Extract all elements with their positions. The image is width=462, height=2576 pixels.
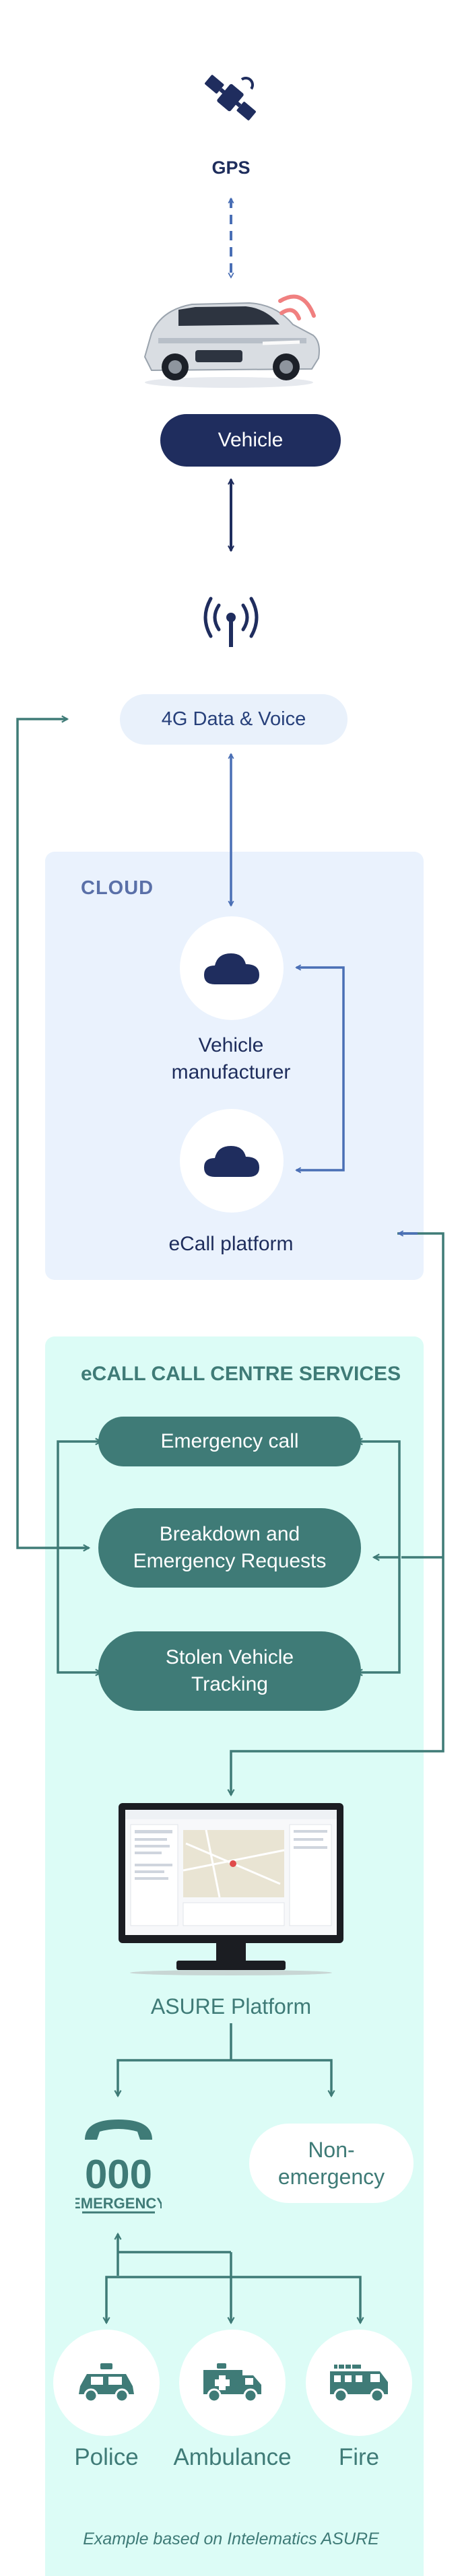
emergency-number: 000 xyxy=(85,2152,152,2197)
nonemergency-line2: emergency xyxy=(277,2165,385,2189)
emergency-000: 000 EMERGENCY xyxy=(71,2114,166,2215)
stolen-line2: Tracking xyxy=(191,1673,268,1695)
manufacturer-node xyxy=(180,916,284,1020)
antenna-icon xyxy=(203,597,259,647)
platform-asure-link xyxy=(231,1232,444,1795)
breakdown-line2: Emergency Requests xyxy=(133,1550,327,1572)
asure-split xyxy=(118,2059,331,2096)
breakdown-line1: Breakdown and xyxy=(159,1523,300,1545)
stolen-line1: Stolen Vehicle xyxy=(165,1646,294,1668)
police-car-icon xyxy=(79,2363,134,2403)
police-node xyxy=(53,2330,160,2436)
emergency-000-icon: 000 EMERGENCY xyxy=(71,2120,166,2214)
cloud-icon xyxy=(204,1146,259,1177)
stolen-vehicle-pill: Stolen Vehicle Tracking xyxy=(98,1631,361,1711)
footnote: Example based on Intelematics ASURE xyxy=(83,2530,379,2548)
fire-node xyxy=(306,2330,412,2436)
network-pill: 4G Data & Voice xyxy=(120,694,348,745)
ambulance-icon xyxy=(203,2363,261,2403)
car-icon xyxy=(143,302,320,388)
nonemergency-line1: Non- xyxy=(308,2138,355,2162)
manufacturer-ecall-loop xyxy=(296,968,345,1170)
wireless-signal-icon xyxy=(278,294,316,320)
left-bracket xyxy=(57,1442,101,1672)
emergency-call-pill: Emergency call xyxy=(98,1417,361,1466)
breakdown-pill: Breakdown and Emergency Requests xyxy=(98,1508,361,1588)
cloud-title: CLOUD xyxy=(81,877,154,899)
police-label: Police xyxy=(74,2444,139,2470)
cloud-icon xyxy=(204,953,259,984)
manufacturer-label: Vehicle manufacturer xyxy=(130,1032,332,1086)
monitor-icon xyxy=(119,1803,343,1975)
vehicle-pill: Vehicle xyxy=(160,414,341,467)
manufacturer-label-line2: manufacturer xyxy=(171,1061,291,1083)
emergency-word: EMERGENCY xyxy=(75,2195,162,2212)
ecall-platform-label: eCall platform xyxy=(168,1233,294,1255)
network-breakdown-loop xyxy=(16,719,89,1548)
ambulance-node xyxy=(179,2330,286,2436)
dispatch-bar xyxy=(106,2276,360,2323)
ambulance-label: Ambulance xyxy=(173,2444,292,2470)
ecall-platform-node xyxy=(180,1109,284,1213)
fire-truck-icon xyxy=(330,2365,388,2403)
asure-platform-label: ASURE Platform xyxy=(150,1994,312,2019)
satellite-icon xyxy=(205,75,256,121)
fire-label: Fire xyxy=(338,2444,380,2470)
call-centre-title: eCALL CALL CENTRE SERVICES xyxy=(81,1363,401,1385)
manufacturer-label-line1: Vehicle xyxy=(198,1034,264,1056)
gps-label: GPS xyxy=(211,158,251,178)
non-emergency-pill: Non- emergency xyxy=(249,2124,414,2203)
